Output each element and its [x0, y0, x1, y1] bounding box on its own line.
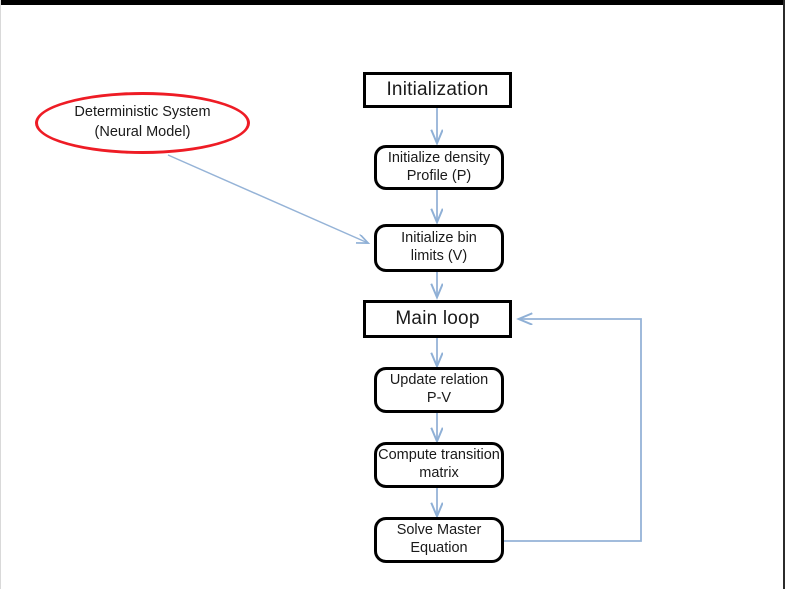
- node-initialization[interactable]: Initialization: [363, 72, 512, 108]
- node-init-density-profile[interactable]: Initialize density Profile (P): [374, 145, 504, 190]
- node-compute-transition-matrix[interactable]: Compute transition matrix: [374, 442, 504, 488]
- frame-right-border: [783, 0, 785, 589]
- node-main-loop[interactable]: Main loop: [363, 300, 512, 338]
- node-update-relation-pv[interactable]: Update relation P-V: [374, 367, 504, 413]
- edge-solve-master-to-main-loop-feedback: [504, 319, 642, 542]
- node-init-bin-limits[interactable]: Initialize bin limits (V): [374, 224, 504, 272]
- frame-top-border: [0, 0, 785, 5]
- frame-left-border: [0, 0, 1, 589]
- annotation-deterministic-system: Deterministic System (Neural Model): [35, 92, 250, 154]
- node-solve-master-equation[interactable]: Solve Master Equation: [374, 517, 504, 563]
- edge-annotation-to-init-bin-limits: [167, 154, 368, 243]
